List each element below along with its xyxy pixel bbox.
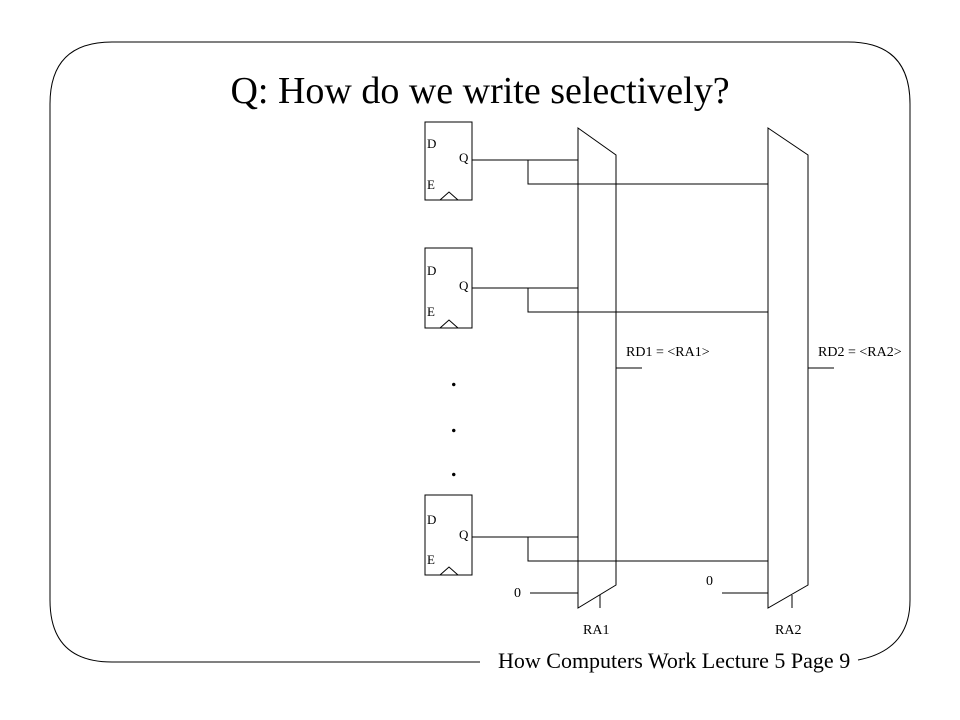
register-1-q-label: Q	[459, 150, 469, 165]
ellipsis-dot-2: .	[450, 406, 458, 439]
register-3-d-label: D	[427, 512, 436, 527]
register-3-q-label: Q	[459, 527, 469, 542]
mux-1-body	[577, 127, 617, 609]
mux-2-select-label: RA2	[775, 623, 801, 638]
register-1-box	[424, 121, 473, 201]
slide-frame	[49, 41, 911, 663]
register-1: D Q E	[424, 121, 473, 201]
mux-2-output-label: RD2 = <RA2>	[818, 345, 902, 360]
mux-2	[722, 127, 834, 609]
mux-2-body	[767, 127, 809, 609]
slide-footer: How Computers Work Lecture 5 Page 9	[498, 648, 851, 673]
register-3-e-label: E	[427, 552, 435, 567]
ellipsis-dot-3: .	[450, 450, 458, 483]
mux-1	[530, 127, 642, 609]
ellipsis-dot-1: .	[450, 360, 458, 393]
register-2-q-label: Q	[459, 278, 469, 293]
register-2-d-label: D	[427, 263, 436, 278]
slide-title: Q: How do we write selectively?	[230, 70, 730, 112]
register-2-output-wires	[472, 287, 768, 313]
register-1-d-label: D	[427, 136, 436, 151]
register-3: D Q E	[424, 494, 473, 576]
register-1-e-label: E	[427, 177, 435, 192]
register-2: D Q E	[424, 247, 473, 329]
register-2-clock-icon	[439, 319, 459, 329]
mux-1-select-label: RA1	[583, 623, 609, 638]
mux-1-output-label: RD1 = <RA1>	[626, 345, 710, 360]
mux-2-zero-label: 0	[706, 574, 713, 589]
register-1-output-wires	[472, 159, 768, 185]
register-1-clock-icon	[439, 191, 459, 201]
register-2-e-label: E	[427, 304, 435, 319]
register-3-box	[424, 494, 473, 576]
register-3-output-wires	[472, 536, 768, 562]
register-3-clock-icon	[439, 566, 459, 576]
mux-1-zero-label: 0	[514, 586, 521, 601]
